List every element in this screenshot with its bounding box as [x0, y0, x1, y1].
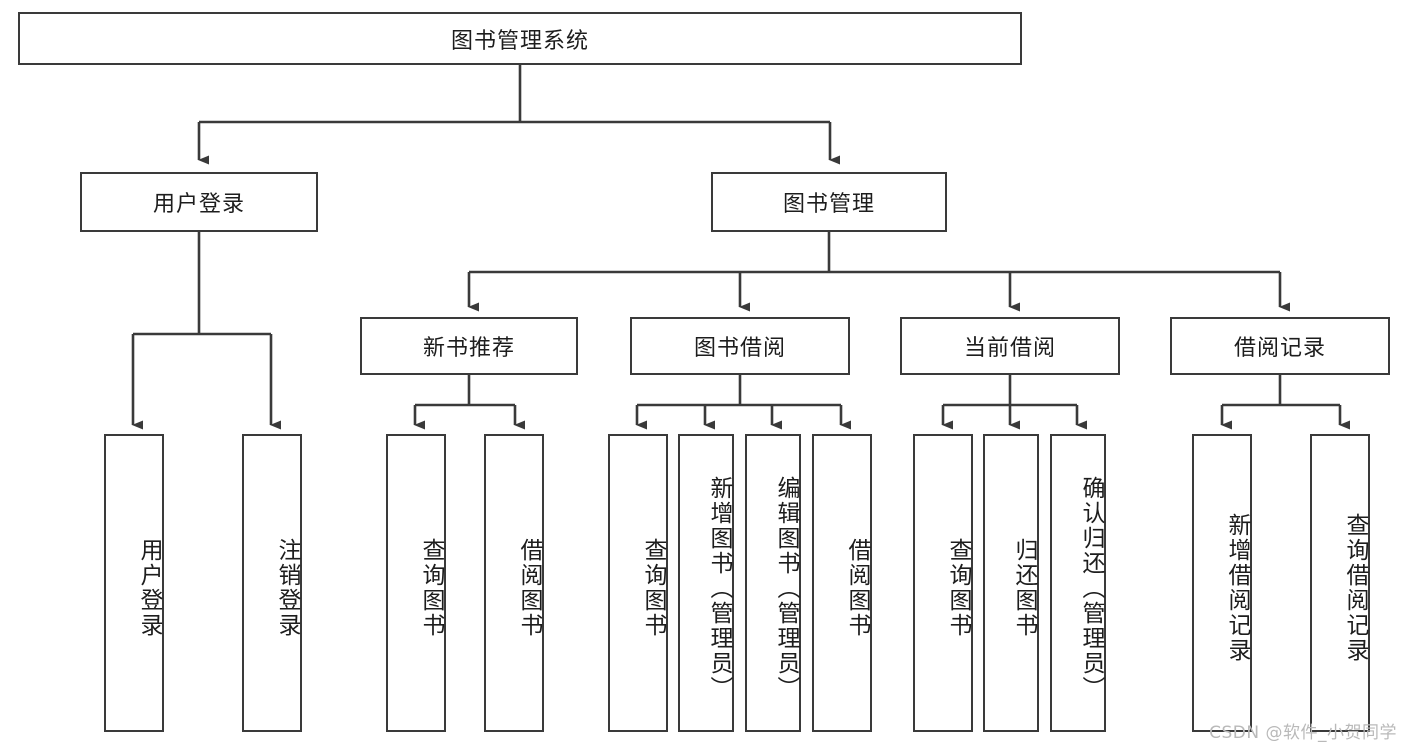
leaf-user-login[interactable]: 用户登录: [104, 434, 164, 732]
node-root-label: 图书管理系统: [450, 28, 589, 54]
leaf-query-borrow-record-label: 查询借阅记录: [1342, 513, 1368, 663]
node-book-management[interactable]: 图书管理: [711, 172, 947, 232]
node-book-borrow[interactable]: 图书借阅: [630, 317, 850, 375]
leaf-return-book-label: 归还图书: [1011, 538, 1037, 638]
leaf-borrow-book[interactable]: 借阅图书: [812, 434, 872, 732]
node-current-borrow[interactable]: 当前借阅: [900, 317, 1120, 375]
leaf-query-book-current-label: 查询图书: [945, 538, 971, 638]
node-user-login-label: 用户登录: [152, 192, 245, 217]
leaf-user-login-label: 用户登录: [136, 538, 162, 638]
leaf-query-book-current[interactable]: 查询图书: [913, 434, 973, 732]
leaf-add-borrow-record[interactable]: 新增借阅记录: [1192, 434, 1252, 732]
node-book-borrow-label: 图书借阅: [693, 336, 786, 361]
leaf-query-book-borrow-label: 查询图书: [640, 538, 666, 638]
node-borrow-records[interactable]: 借阅记录: [1170, 317, 1390, 375]
leaf-add-book-admin[interactable]: 新增图书（管理员）: [678, 434, 734, 732]
leaf-confirm-return-admin[interactable]: 确认归还（管理员）: [1050, 434, 1106, 732]
leaf-logout[interactable]: 注销登录: [242, 434, 302, 732]
leaf-borrow-book-recommend-label: 借阅图书: [516, 538, 542, 638]
leaf-borrow-book-recommend[interactable]: 借阅图书: [484, 434, 544, 732]
leaf-confirm-return-admin-label: 确认归还（管理员）: [1078, 475, 1104, 701]
node-user-login[interactable]: 用户登录: [80, 172, 318, 232]
leaf-add-book-admin-label: 新增图书（管理员）: [706, 475, 732, 701]
node-root[interactable]: 图书管理系统: [18, 12, 1022, 65]
leaf-query-book-borrow[interactable]: 查询图书: [608, 434, 668, 732]
leaf-return-book[interactable]: 归还图书: [983, 434, 1039, 732]
leaf-logout-label: 注销登录: [274, 538, 300, 638]
node-new-book-recommend-label: 新书推荐: [422, 336, 515, 361]
leaf-borrow-book-label: 借阅图书: [844, 538, 870, 638]
node-current-borrow-label: 当前借阅: [963, 336, 1056, 361]
leaf-edit-book-admin-label: 编辑图书（管理员）: [773, 475, 799, 701]
node-book-management-label: 图书管理: [782, 192, 875, 217]
leaf-query-book-recommend-label: 查询图书: [418, 538, 444, 638]
leaf-edit-book-admin[interactable]: 编辑图书（管理员）: [745, 434, 801, 732]
node-new-book-recommend[interactable]: 新书推荐: [360, 317, 578, 375]
leaf-query-borrow-record[interactable]: 查询借阅记录: [1310, 434, 1370, 732]
leaf-query-book-recommend[interactable]: 查询图书: [386, 434, 446, 732]
leaf-add-borrow-record-label: 新增借阅记录: [1224, 513, 1250, 663]
node-borrow-records-label: 借阅记录: [1233, 336, 1326, 361]
watermark: CSDN @软件_小贺同学: [1209, 723, 1397, 743]
